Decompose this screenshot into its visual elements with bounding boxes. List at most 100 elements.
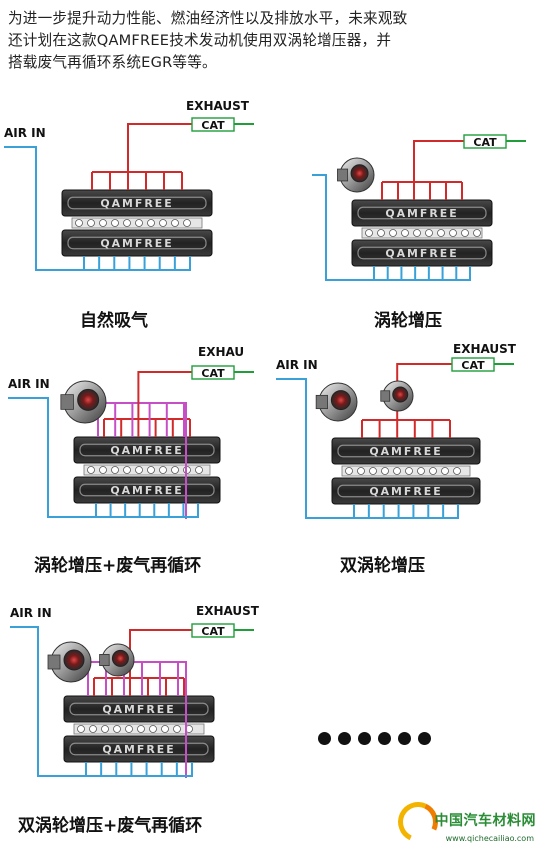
air-intake-line [312, 174, 374, 281]
catalytic-converter-label: CAT [201, 625, 225, 638]
engine-block-badge [69, 702, 209, 716]
turbo-compressor-wheel [77, 388, 100, 411]
turbo-compressor-wheel [350, 164, 369, 183]
caption-natural-aspiration: 自然吸气 [80, 311, 148, 331]
gear-icon [99, 219, 107, 227]
gear-icon [87, 466, 95, 474]
ellipsis-dot [318, 732, 331, 745]
gear-icon [357, 467, 365, 475]
air-intake-line [8, 397, 96, 518]
gear-icon [393, 467, 401, 475]
air-intake-line [4, 146, 84, 271]
ellipsis-dot [378, 732, 391, 745]
gear-icon [381, 467, 389, 475]
engine-block-badge [337, 484, 475, 498]
gear-icon [425, 229, 433, 237]
gear-icon [437, 229, 445, 237]
air-in-label: AIR IN [10, 606, 52, 620]
gear-icon [137, 725, 145, 733]
catalytic-converter-label: CAT [201, 119, 225, 132]
engine-block-badge [357, 206, 487, 220]
turbo-outlet [380, 390, 391, 402]
ellipsis-dot [358, 732, 371, 745]
gear-icon [461, 229, 469, 237]
gear-icon [77, 725, 85, 733]
gear-icon [441, 467, 449, 475]
watermark-name: 中国汽车材料网 [434, 813, 536, 829]
engine-block [351, 239, 493, 267]
caption-twin-turbo: 双涡轮增压 [340, 556, 425, 576]
exhaust-label: EXHAUST [453, 342, 517, 356]
turbo-compressor-wheel [111, 649, 129, 667]
gear-icon [195, 466, 203, 474]
engine-brand-label: QAMFREE [102, 703, 175, 716]
exhaust-to-cat [137, 371, 192, 419]
timing-gear-strip [361, 227, 483, 239]
gear-icon [125, 725, 133, 733]
engine-brand-label: QAMFREE [100, 237, 173, 250]
gear-icon [149, 725, 157, 733]
engine-block [61, 229, 213, 257]
gear-icon [89, 725, 97, 733]
exhaust-to-cat [127, 123, 192, 172]
gear-icon [99, 466, 107, 474]
intro-line-2: 还计划在这款QAMFREE技术发动机使用双涡轮增压器，并 [8, 32, 392, 49]
more-ellipsis [318, 730, 438, 749]
engine-brand-label: QAMFREE [369, 485, 442, 498]
ellipsis-dot [418, 732, 431, 745]
engine-brand-label: QAMFREE [110, 444, 183, 457]
gear-icon [389, 229, 397, 237]
gear-icon [345, 467, 353, 475]
gear-icon [473, 229, 481, 237]
turbo-outlet [315, 394, 328, 410]
caption-twin-turbo-egr: 双涡轮增压+废气再循环 [18, 816, 203, 836]
exhaust-to-cat [413, 140, 464, 182]
turbo-outlet [99, 654, 110, 667]
intro-line-3: 搭载废气再循环系统EGR等等。 [8, 54, 217, 71]
intake-manifold [85, 762, 193, 777]
air-intake-line [276, 378, 354, 519]
engine-block [351, 199, 493, 227]
gear-icon [183, 219, 191, 227]
gear-icon [377, 229, 385, 237]
engine-block-badge [79, 483, 215, 497]
catalytic-converter-label: CAT [473, 136, 497, 149]
engine-brand-label: QAMFREE [385, 207, 458, 220]
engine-block [73, 436, 221, 464]
engine-block-badge [79, 443, 215, 457]
caption-turbo-egr: 涡轮增压+废气再循环 [34, 556, 202, 576]
gear-icon [365, 229, 373, 237]
engine-brand-label: QAMFREE [100, 197, 173, 210]
engine-brand-label: QAMFREE [110, 484, 183, 497]
gear-icon [111, 219, 119, 227]
air-intake-line [10, 626, 86, 777]
ellipsis-dot [398, 732, 411, 745]
gear-icon [171, 466, 179, 474]
gear-icon [161, 725, 169, 733]
gear-icon [147, 466, 155, 474]
catalytic-converter-label: CAT [461, 359, 485, 372]
gear-icon [123, 219, 131, 227]
caption-turbocharged: 涡轮增压 [374, 311, 442, 331]
gear-icon [101, 725, 109, 733]
air-in-label: AIR IN [4, 126, 46, 140]
gear-icon [449, 229, 457, 237]
turbo-compressor-wheel [392, 386, 409, 403]
engine-block [63, 735, 215, 763]
gear-icon [87, 219, 95, 227]
engine-brand-label: QAMFREE [385, 247, 458, 260]
intake-manifold [353, 504, 459, 519]
gear-icon [113, 725, 121, 733]
catalytic-converter-label: CAT [201, 367, 225, 380]
engine-block [61, 189, 213, 217]
gear-icon [401, 229, 409, 237]
gear-icon [147, 219, 155, 227]
gear-icon [135, 219, 143, 227]
engine-block-badge [69, 742, 209, 756]
engine-block-badge [67, 236, 207, 250]
gear-icon [405, 467, 413, 475]
engine-block-badge [337, 444, 475, 458]
